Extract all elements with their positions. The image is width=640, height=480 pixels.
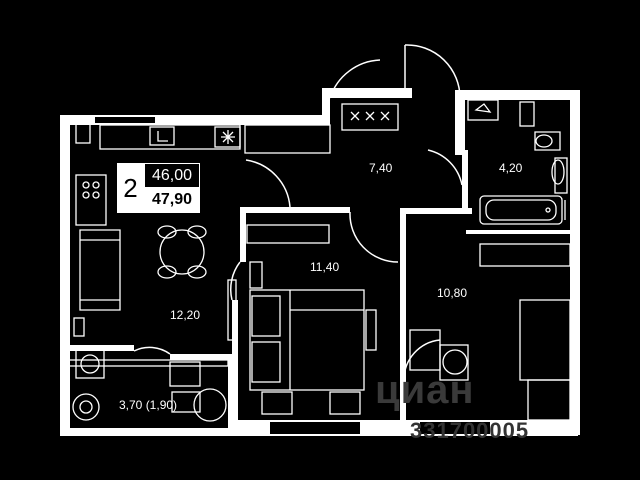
area-label-balcony: 3,70 (1,90): [119, 398, 178, 412]
kitchen-furniture: [73, 122, 331, 341]
area-label-room: 10,80: [437, 286, 468, 300]
balcony-elements: [65, 349, 229, 422]
total-area: 46,00: [145, 164, 199, 187]
watermark-id: 331700005: [410, 418, 530, 443]
area-label-kitchen-living: 12,20: [170, 308, 201, 322]
living-area: 47,90: [151, 191, 193, 208]
bathroom-fixtures: [467, 99, 568, 225]
area-label-bathroom: 4,20: [499, 161, 523, 175]
window-openings: [95, 117, 490, 434]
area-label-hall: 7,40: [369, 161, 393, 175]
area-label-bedroom: 11,40: [310, 260, 340, 274]
room-count: 2: [123, 173, 138, 203]
bedroom-furniture: [249, 261, 377, 415]
door-arcs: [133, 44, 463, 381]
interior-walls: [66, 150, 571, 425]
hall-furniture: [246, 103, 399, 244]
room-furniture: [409, 243, 571, 421]
watermark-brand: циан: [375, 368, 475, 412]
